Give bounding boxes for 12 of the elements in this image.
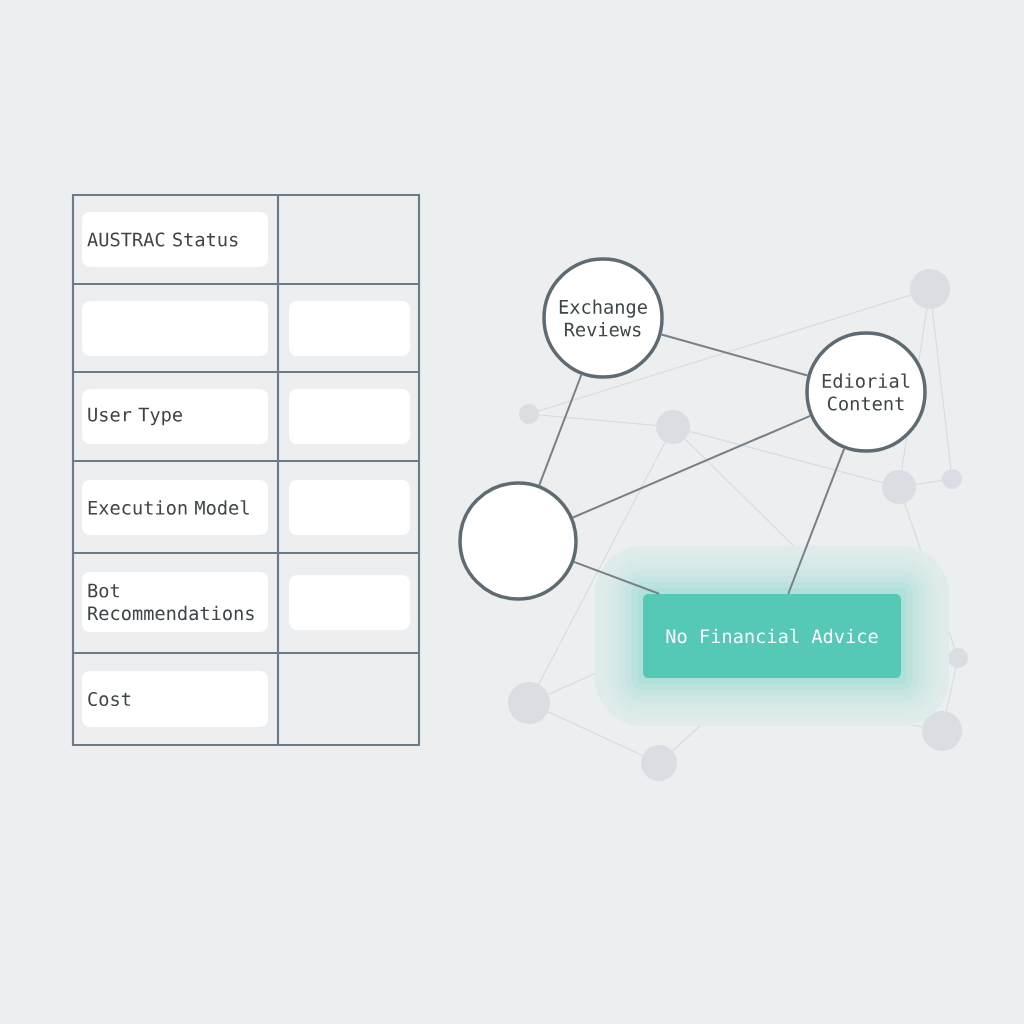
highlight-box: No Financial Advice	[643, 594, 901, 678]
label-cell: User Type	[82, 389, 268, 444]
label-cell: Cost	[82, 671, 268, 727]
connector-line	[572, 560, 661, 595]
label-cell: Execution Model	[82, 480, 268, 535]
connector-line	[787, 447, 846, 595]
connector-line	[660, 333, 809, 377]
circle-node	[458, 481, 578, 601]
label-cell: AUSTRAC Status	[82, 212, 268, 267]
label-cell: Bot Recommendations	[82, 572, 268, 632]
connector-line	[571, 414, 812, 519]
connector-line	[538, 373, 583, 487]
